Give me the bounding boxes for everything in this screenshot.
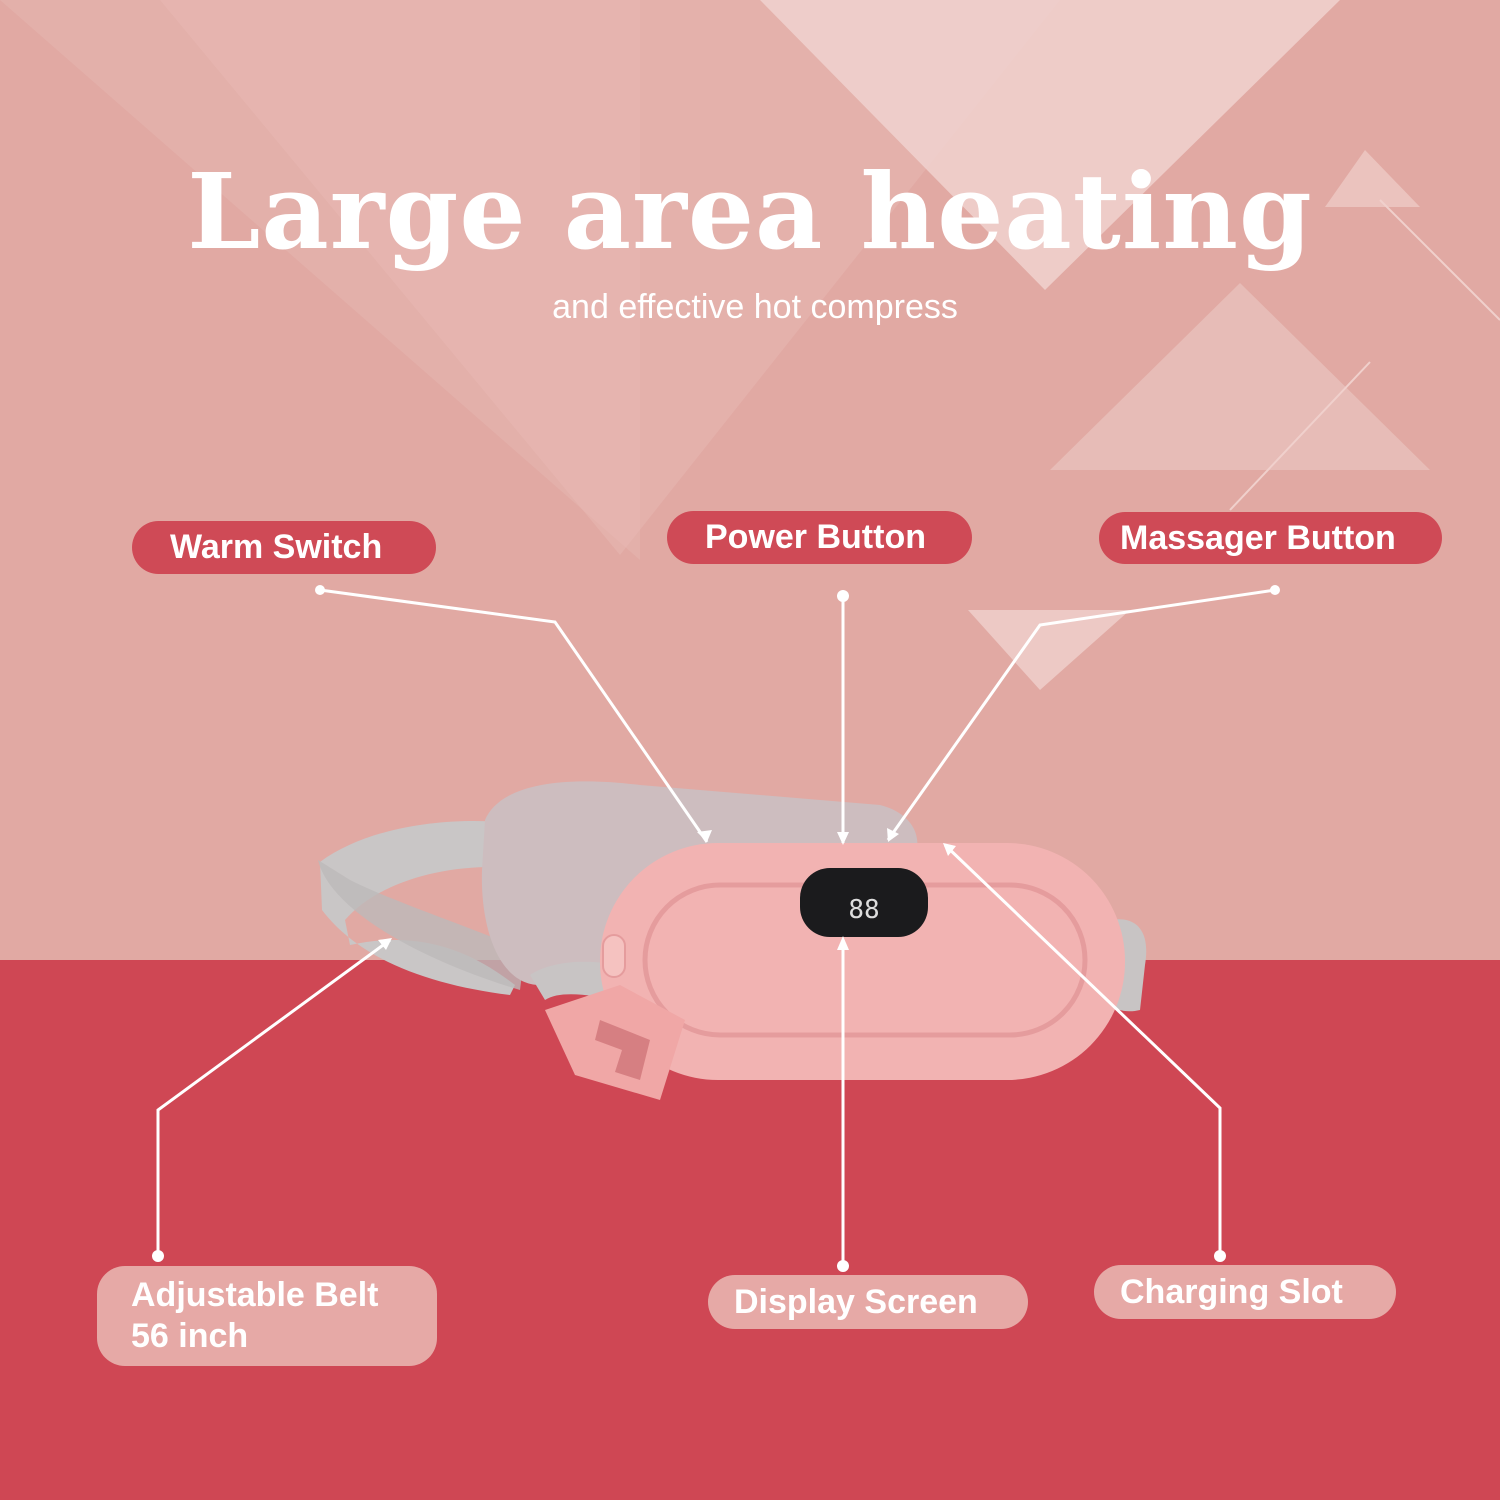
- adjustable-belt-label: Adjustable Belt 56 inch: [97, 1266, 437, 1366]
- warm-switch-label: Warm Switch: [132, 521, 436, 574]
- decor-triangle: [1050, 283, 1430, 470]
- massager-button-label: Massager Button: [1099, 512, 1442, 564]
- display-screen-label: Display Screen: [708, 1275, 1028, 1329]
- decor-line: [1379, 199, 1500, 321]
- charging-slot-label: Charging Slot: [1094, 1265, 1396, 1319]
- decor-triangle: [1325, 150, 1420, 207]
- display-digits: 88: [848, 895, 879, 925]
- adjustable-belt-length: 56 inch: [131, 1317, 249, 1355]
- page-title: Large area heating: [187, 150, 1313, 273]
- decor-triangle: [160, 0, 1060, 555]
- device-display: [800, 868, 928, 937]
- decor-line: [1229, 361, 1371, 511]
- page-subtitle: and effective hot compress: [552, 288, 958, 326]
- power-button-label: Power Button: [667, 511, 972, 564]
- adjustable-belt-title: Adjustable Belt: [131, 1276, 379, 1314]
- decor-triangle: [760, 0, 1340, 290]
- decor-triangle: [0, 0, 640, 560]
